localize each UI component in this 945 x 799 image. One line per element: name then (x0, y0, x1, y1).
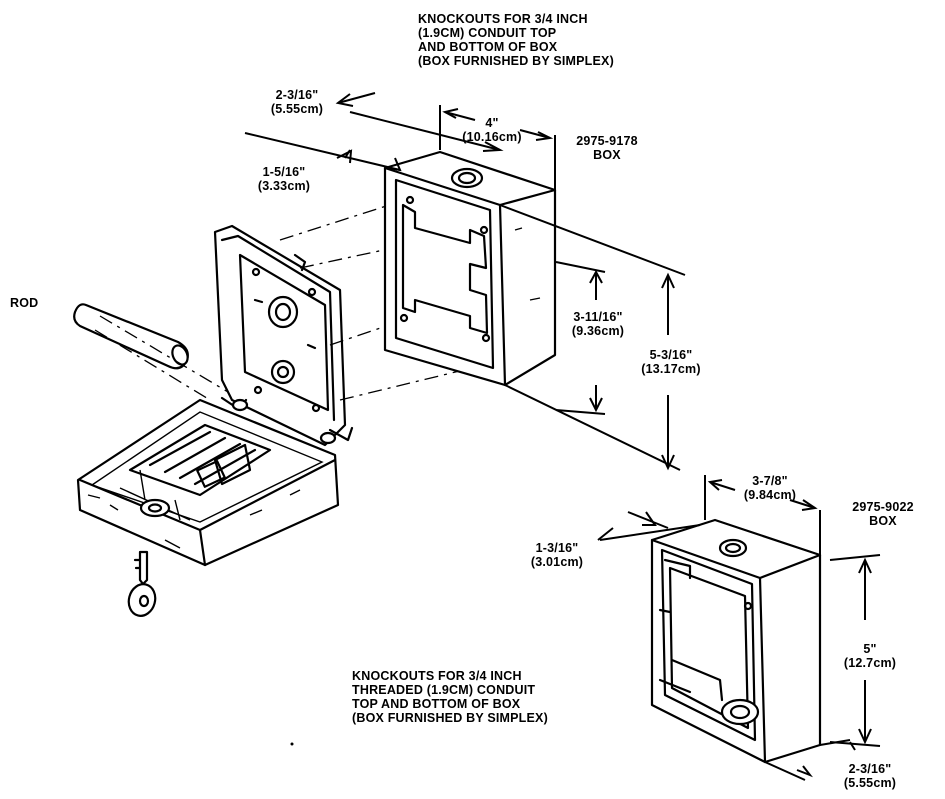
dim-inches: 1-5/16" (262, 165, 306, 179)
dim-inches: 5-3/16" (649, 348, 693, 362)
dimensions-box-1 (244, 92, 686, 471)
box2-knockout-note: KNOCKOUTS FOR 3/4 INCH THREADED (1.9CM) … (352, 669, 548, 725)
dim-cm: (9.36cm) (571, 324, 625, 338)
box1-knockout-note: KNOCKOUTS FOR 3/4 INCH (1.9CM) CONDUIT T… (418, 12, 614, 68)
note-line: THREADED (1.9CM) CONDUIT (352, 683, 536, 697)
note-line: (BOX FURNISHED BY SIMPLEX) (418, 54, 614, 68)
dim-inches: 4" (485, 116, 499, 130)
box2-width-label: 3-7/8" (9.84cm) (730, 474, 810, 502)
part-type: BOX (593, 148, 621, 162)
dim-cm: (5.55cm) (270, 102, 324, 116)
box1-part-label: 2975-9178 BOX (562, 134, 652, 162)
box-2975-9178 (383, 150, 557, 387)
part-type: BOX (869, 514, 897, 528)
box1-depth-outer-label: 2-3/16" (5.55cm) (262, 88, 332, 116)
rod-label: ROD (10, 296, 39, 310)
dim-cm: (5.55cm) (843, 776, 897, 790)
dim-cm: (13.17cm) (641, 362, 701, 376)
dim-cm: (3.33cm) (257, 179, 311, 193)
dim-cm: (9.84cm) (743, 488, 797, 502)
box1-depth-inner-label: 1-5/16" (3.33cm) (250, 165, 318, 193)
station-assembly (76, 224, 354, 617)
note-line: TOP AND BOTTOM OF BOX (352, 697, 521, 711)
dim-inches: 3-7/8" (752, 474, 788, 488)
dimensions-box-2 (597, 475, 881, 781)
note-line: (BOX FURNISHED BY SIMPLEX) (352, 711, 548, 725)
box1-width-label: 4" (10.16cm) (452, 116, 532, 144)
box-2975-9022 (650, 518, 822, 764)
dim-inches: 3-11/16" (573, 310, 623, 324)
note-line: AND BOTTOM OF BOX (418, 40, 558, 54)
dim-inches: 1-3/16" (535, 541, 579, 555)
dim-inches: 2-3/16" (848, 762, 892, 776)
box2-depth-inner-label: 1-3/16" (3.01cm) (522, 541, 592, 569)
box1-height-label: 5-3/16" (13.17cm) (630, 348, 712, 376)
box1-opening-height-label: 3-11/16" (9.36cm) (558, 310, 638, 338)
note-line: (1.9CM) CONDUIT TOP (418, 26, 557, 40)
dim-cm: (10.16cm) (462, 130, 522, 144)
alignment-lines (279, 199, 506, 401)
note-line: KNOCKOUTS FOR 3/4 INCH (352, 669, 522, 683)
dim-cm: (12.7cm) (843, 656, 897, 670)
dim-cm: (3.01cm) (530, 555, 584, 569)
speck (290, 742, 294, 746)
rod (73, 303, 229, 401)
part-number: 2975-9022 (852, 500, 914, 514)
part-number: 2975-9178 (576, 134, 638, 148)
dim-inches: 2-3/16" (275, 88, 319, 102)
box2-part-label: 2975-9022 BOX (838, 500, 928, 528)
note-line: KNOCKOUTS FOR 3/4 INCH (418, 12, 588, 26)
box2-height-label: 5" (12.7cm) (830, 642, 910, 670)
box2-depth-outer-label: 2-3/16" (5.55cm) (830, 762, 910, 790)
dim-inches: 5" (863, 642, 877, 656)
